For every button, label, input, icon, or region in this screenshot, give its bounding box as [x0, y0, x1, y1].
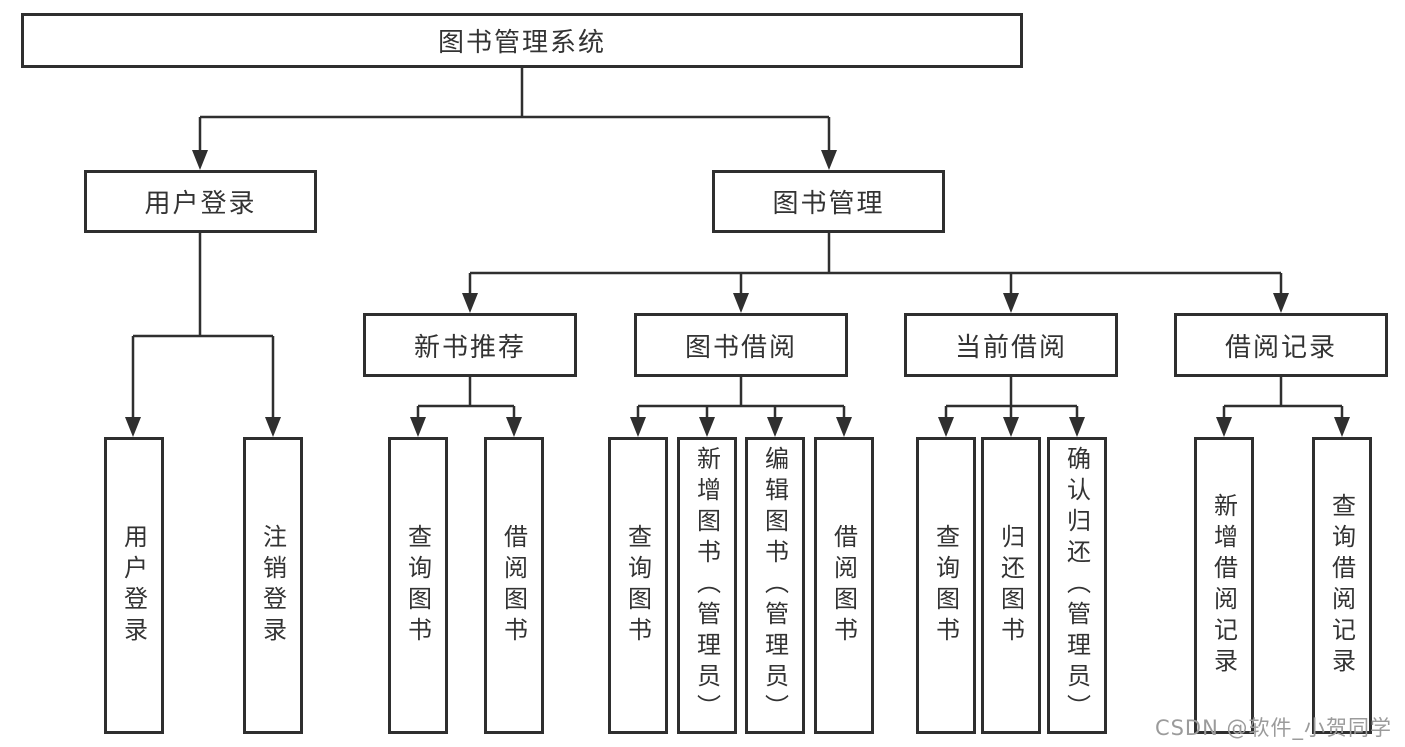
- node-book-management: 图书管理: [712, 170, 945, 233]
- edge-borrowrecords-to-leaves: [1222, 377, 1344, 421]
- node-root: 图书管理系统: [21, 13, 1023, 68]
- arrowhead: [767, 417, 783, 437]
- arrowhead: [938, 417, 954, 437]
- node-new-book-recommend: 新书推荐: [363, 313, 577, 377]
- arrowhead: [506, 417, 522, 437]
- arrowhead: [821, 150, 837, 170]
- leaf-add-book-admin: 新增图书（管理员）: [677, 437, 737, 734]
- leaf-confirm-return-admin: 确认归还（管理员）: [1047, 437, 1107, 734]
- arrowhead: [1069, 417, 1085, 437]
- edge-newbook-to-leaves: [416, 377, 516, 421]
- leaf-query-books-borrow: 查询图书: [608, 437, 668, 734]
- leaf-user-login: 用户登录: [104, 437, 164, 734]
- leaf-query-books-current: 查询图书: [916, 437, 976, 734]
- edge-root-to-level2: [198, 68, 831, 154]
- arrowhead: [836, 417, 852, 437]
- arrowhead: [462, 293, 478, 313]
- leaf-query-borrow-record: 查询借阅记录: [1312, 437, 1372, 734]
- node-user-login: 用户登录: [84, 170, 317, 233]
- edge-bookmgmt-to-level3: [468, 233, 1283, 297]
- arrowhead: [630, 417, 646, 437]
- leaf-borrow-books-recommend: 借阅图书: [484, 437, 544, 734]
- leaf-add-borrow-record: 新增借阅记录: [1194, 437, 1254, 734]
- node-borrow-records: 借阅记录: [1174, 313, 1388, 377]
- arrowhead: [1003, 417, 1019, 437]
- arrowhead: [1273, 293, 1289, 313]
- node-current-borrow: 当前借阅: [904, 313, 1118, 377]
- arrowhead: [1003, 293, 1019, 313]
- edge-userlogin-to-leaves: [131, 233, 275, 421]
- arrowhead: [265, 417, 281, 437]
- leaf-return-book: 归还图书: [981, 437, 1041, 734]
- edge-bookborrow-to-leaves: [636, 377, 846, 421]
- node-book-borrow: 图书借阅: [634, 313, 848, 377]
- arrowhead: [699, 417, 715, 437]
- leaf-logout: 注销登录: [243, 437, 303, 734]
- arrowhead: [1334, 417, 1350, 437]
- arrowhead: [733, 293, 749, 313]
- arrowhead: [192, 150, 208, 170]
- arrowhead: [1216, 417, 1232, 437]
- leaf-borrow-books: 借阅图书: [814, 437, 874, 734]
- arrowhead: [410, 417, 426, 437]
- watermark: CSDN @软件_小贺同学: [1154, 716, 1392, 740]
- arrowhead: [125, 417, 141, 437]
- leaf-edit-book-admin: 编辑图书（管理员）: [745, 437, 805, 734]
- leaf-query-books-recommend: 查询图书: [388, 437, 448, 734]
- edge-currentborrow-to-leaves: [944, 377, 1079, 421]
